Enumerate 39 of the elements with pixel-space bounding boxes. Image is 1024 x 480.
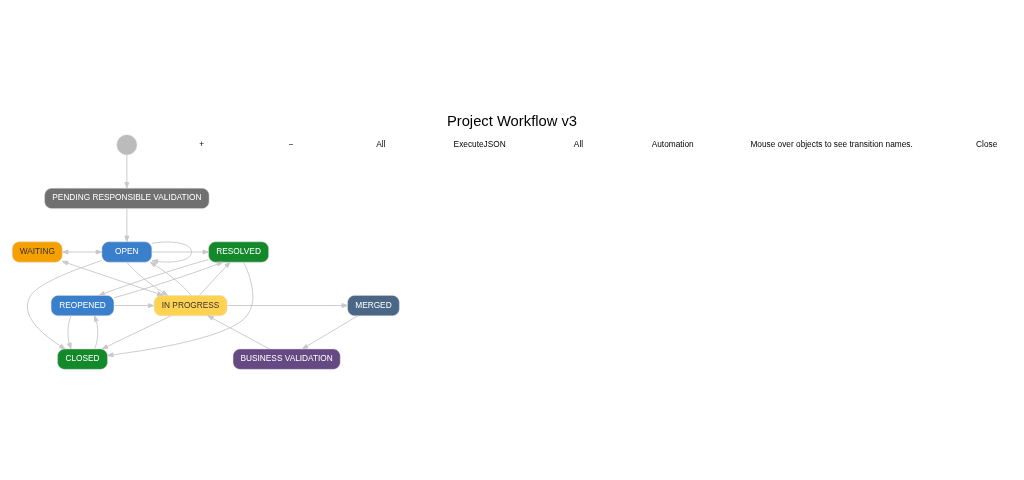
label: Automation [651, 138, 694, 149]
node-box: WAITING [12, 241, 63, 263]
arrow [94, 315, 99, 350]
arrow [61, 260, 164, 296]
node-box: PENDING RESPONSIBLE VALIDATION [44, 188, 210, 209]
arrow [124, 154, 130, 189]
arrow [226, 303, 348, 308]
arrow [301, 315, 359, 350]
arrow [151, 241, 192, 264]
arrow [113, 303, 155, 308]
arrow [149, 261, 192, 296]
label: − [288, 138, 294, 149]
arrow [126, 261, 169, 296]
node-box: BUSINESS VALIDATION [232, 348, 341, 370]
node-box: MERGED [347, 295, 400, 316]
node-box: IN PROGRESS [153, 295, 228, 316]
label: Close [976, 138, 998, 149]
diagram-title: Project Workflow v3 [446, 113, 578, 130]
label: + [199, 138, 205, 149]
arrow [62, 249, 103, 255]
label: All [376, 138, 386, 149]
arrow [98, 259, 209, 296]
arrow [151, 249, 209, 255]
node-box: OPEN [101, 241, 152, 263]
label: All [573, 138, 584, 149]
node-box: CLOSED [57, 348, 108, 370]
node-box: RESOLVED [208, 241, 269, 263]
arrow [101, 315, 172, 350]
arrow [113, 261, 224, 299]
node-box: REOPENED [50, 295, 115, 316]
arrow [26, 260, 103, 350]
node-circle [116, 134, 138, 156]
arrow [66, 315, 72, 350]
label: Mouse over objects to see transition names. [750, 138, 913, 149]
arrow [124, 208, 130, 243]
arrow [198, 261, 231, 296]
arrow [107, 262, 254, 358]
arrow [207, 315, 270, 350]
label: ExecuteJSON [453, 138, 506, 149]
